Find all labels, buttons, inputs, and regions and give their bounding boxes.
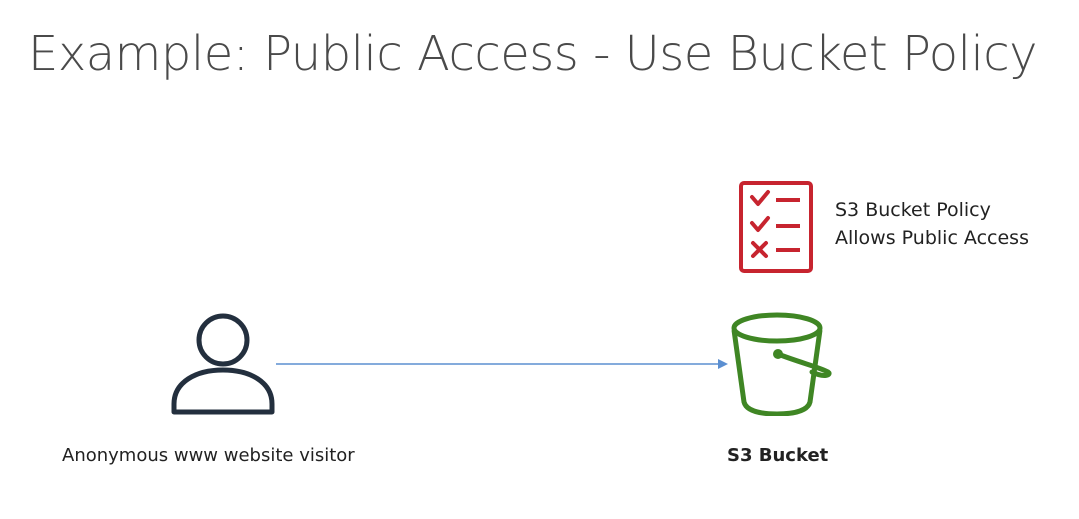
bucket-label: S3 Bucket [727, 445, 829, 466]
arrow-right-icon [276, 359, 728, 369]
visitor-label: Anonymous www website visitor [62, 445, 355, 466]
policy-description: S3 Bucket Policy Allows Public Access [835, 196, 1029, 252]
policy-subtitle: Allows Public Access [835, 227, 1029, 249]
policy-checklist-icon [739, 181, 813, 273]
user-icon [171, 313, 275, 415]
page-title: Example: Public Access - Use Bucket Poli… [28, 26, 1038, 82]
policy-title: S3 Bucket Policy [835, 199, 991, 221]
s3-bucket-icon [731, 312, 832, 416]
